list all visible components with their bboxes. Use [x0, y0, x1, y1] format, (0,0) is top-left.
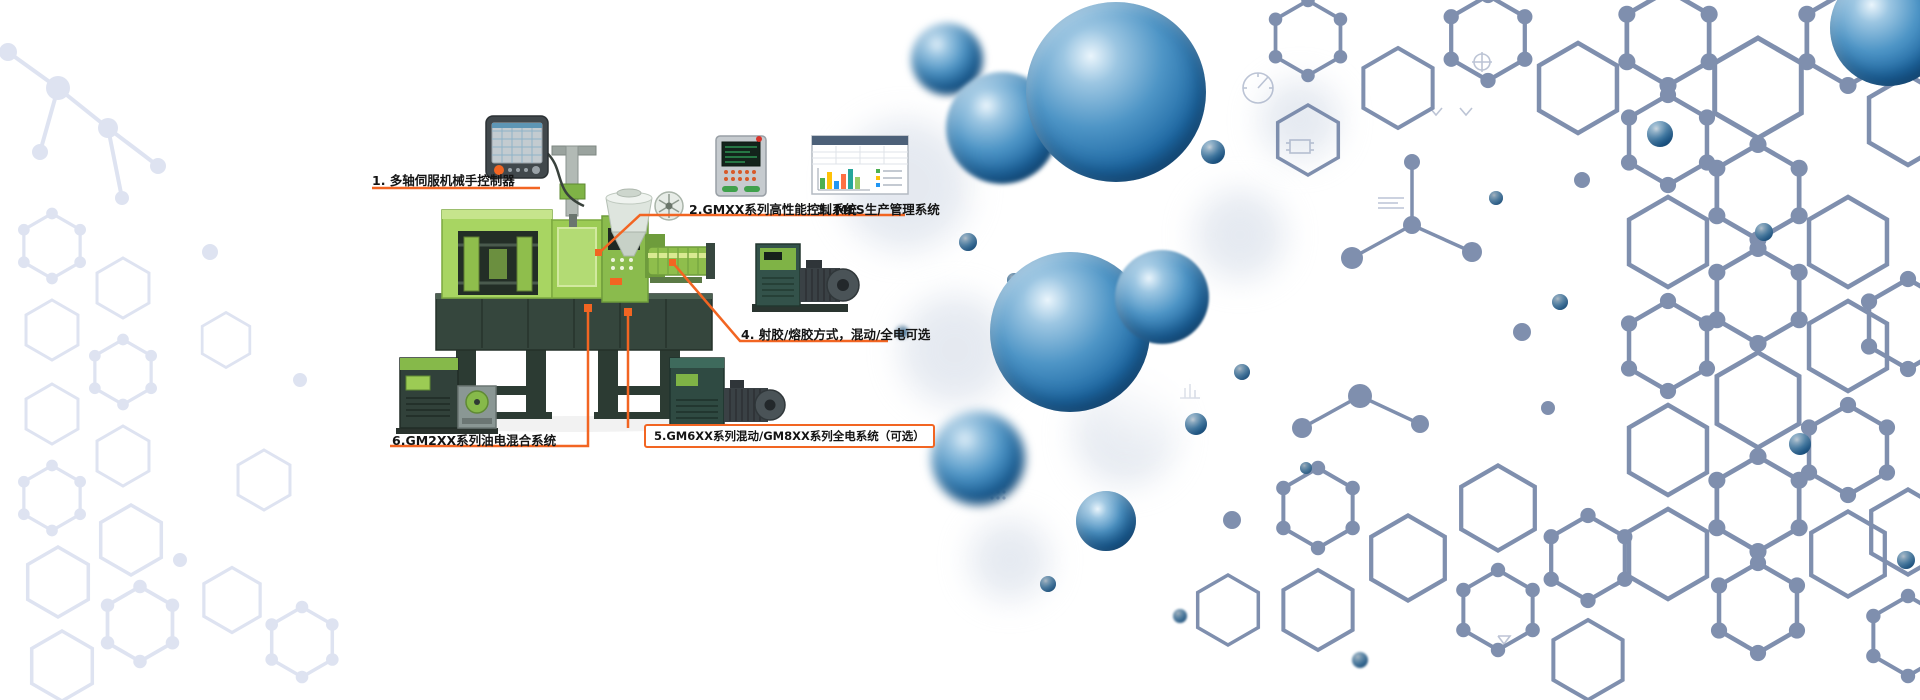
callout-label-1: 1. 多轴伺服机械手控制器 [372, 173, 515, 188]
teach-pendant [485, 115, 549, 179]
blue-sphere [896, 326, 908, 338]
blue-sphere [1300, 462, 1312, 474]
machine-base [435, 293, 713, 351]
mes-bar [841, 174, 846, 189]
bokeh-blob [970, 520, 1050, 600]
circuit-glyphs [1180, 52, 1512, 646]
bokeh-blob [1195, 190, 1285, 280]
robot-arm [551, 145, 597, 227]
blue-sphere [959, 233, 977, 251]
blue-sphere [1830, 0, 1920, 86]
servo-drive-motor-b [666, 357, 786, 433]
mes-bar [827, 172, 832, 189]
blue-sphere [931, 411, 1025, 505]
blue-sphere [1115, 250, 1209, 344]
callout-label-4: 4. 射胶/熔胶方式，混动/全电可选 [741, 327, 931, 342]
blue-sphere [1234, 364, 1250, 380]
hybrid-drive-unit [396, 357, 498, 434]
safety-door [551, 219, 603, 299]
servo-drive-motor-a [752, 243, 860, 312]
blue-sphere [1552, 294, 1568, 310]
blue-sphere [1185, 413, 1207, 435]
blue-sphere [1040, 576, 1056, 592]
machine-control-cabinet [601, 215, 649, 303]
mes-bar [820, 178, 825, 189]
material-loader-fan [654, 191, 684, 221]
clamping-unit [441, 209, 553, 299]
blue-sphere [1201, 140, 1225, 164]
callout-label-3: 3. MES生产管理系统 [817, 202, 940, 217]
blue-sphere [1897, 551, 1915, 569]
callout-label-6: 6.GM2XX系列油电混合系统 [392, 433, 557, 448]
blue-sphere [1173, 609, 1187, 623]
hmi-controller [715, 135, 767, 197]
pendant-cable [545, 151, 585, 208]
blue-sphere [1647, 121, 1673, 147]
mes-bar-chart [820, 169, 870, 189]
mes-bar [848, 169, 853, 189]
blue-sphere [1789, 433, 1811, 455]
hopper [605, 188, 653, 257]
blue-sphere [1352, 652, 1368, 668]
mes-bar [855, 177, 860, 189]
callout-markers [584, 249, 676, 316]
blue-sphere [1755, 223, 1773, 241]
mes-bar [834, 181, 839, 189]
callout-label-5: 5.GM6XX系列混动/GM8XX系列全电系统（可选） [644, 424, 935, 448]
bokeh-blob [1260, 80, 1340, 160]
molecule-network-left [0, 43, 341, 700]
callout-label-2: 2.GMXX系列高性能控制系统 [689, 202, 857, 217]
blue-sphere [1076, 491, 1136, 551]
blue-sphere [1489, 191, 1503, 205]
machine-stand [452, 348, 686, 419]
blue-sphere [1026, 2, 1206, 182]
injection-barrel [645, 234, 715, 283]
callout-lines [372, 186, 905, 448]
